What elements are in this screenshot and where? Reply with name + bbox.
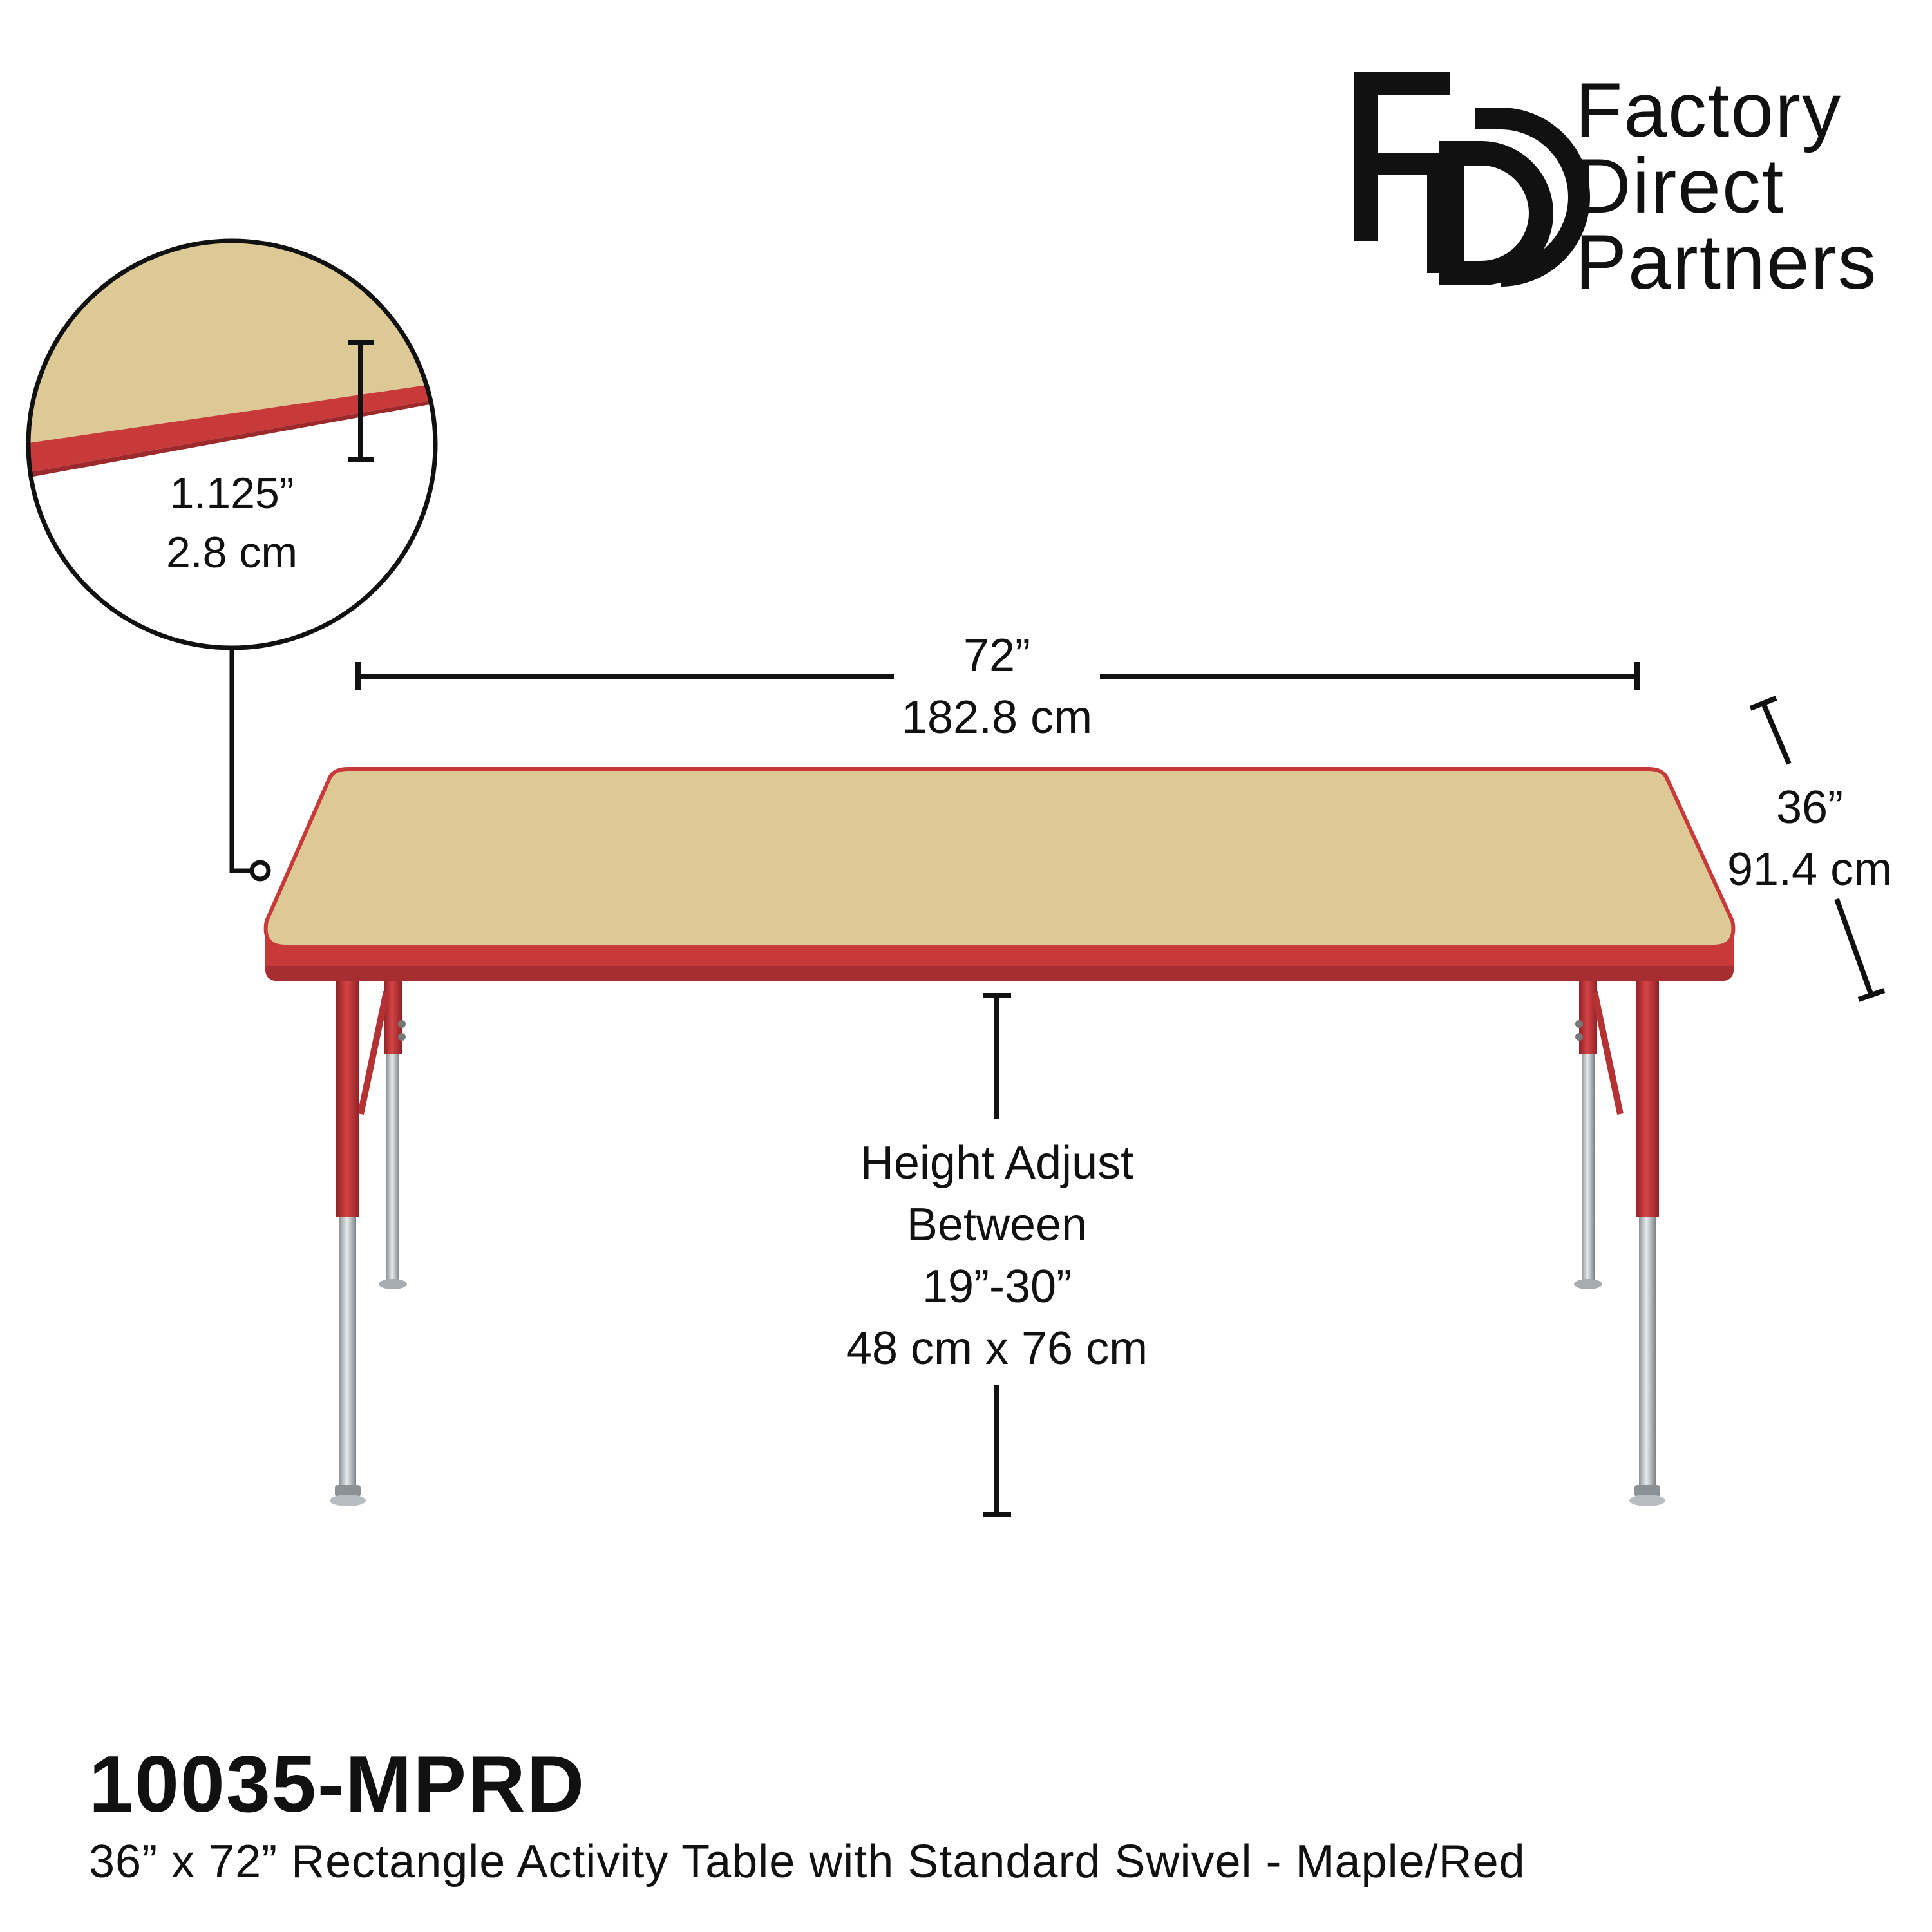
length-label: 72” 182.8 cm (868, 625, 1126, 748)
thickness-label: 1.125” 2.8 cm (135, 464, 328, 582)
height-dimension-line (983, 993, 1011, 1517)
product-description: 36” x 72” Rectangle Activity Table with … (89, 1836, 1526, 1888)
thickness-imperial: 1.125” (169, 469, 294, 518)
brand-name-line-2: Direct (1575, 143, 1785, 229)
height-label: Height Adjust Between 19”-30” 48 cm x 76… (804, 1132, 1190, 1379)
height-line-1: Height Adjust (860, 1137, 1134, 1189)
height-imperial: 19”-30” (922, 1261, 1072, 1312)
length-imperial: 72” (963, 630, 1031, 681)
edge-thickness-magnifier (26, 238, 438, 650)
brand-name-line-3: Partners (1575, 219, 1878, 305)
width-label: 36” 91.4 cm (1713, 777, 1906, 900)
height-line-2: Between (906, 1199, 1088, 1251)
width-dimension-line (1749, 696, 1886, 1002)
width-imperial: 36” (1776, 782, 1844, 833)
length-metric: 182.8 cm (901, 692, 1093, 743)
width-metric: 91.4 cm (1727, 844, 1893, 895)
back-legs (357, 981, 1624, 1289)
fdp-monogram-logo (1354, 72, 1590, 287)
length-dimension-line (355, 662, 1640, 690)
front-legs (330, 980, 1665, 1506)
brand-name: Factory Direct Partners (1575, 67, 1878, 305)
thickness-metric: 2.8 cm (166, 528, 298, 577)
height-metric: 48 cm x 76 cm (846, 1323, 1148, 1374)
product-code: 10035-MPRD (89, 1740, 586, 1829)
magnifier-leader (229, 648, 271, 882)
brand-name-line-1: Factory (1575, 67, 1842, 153)
table-top (263, 767, 1736, 981)
